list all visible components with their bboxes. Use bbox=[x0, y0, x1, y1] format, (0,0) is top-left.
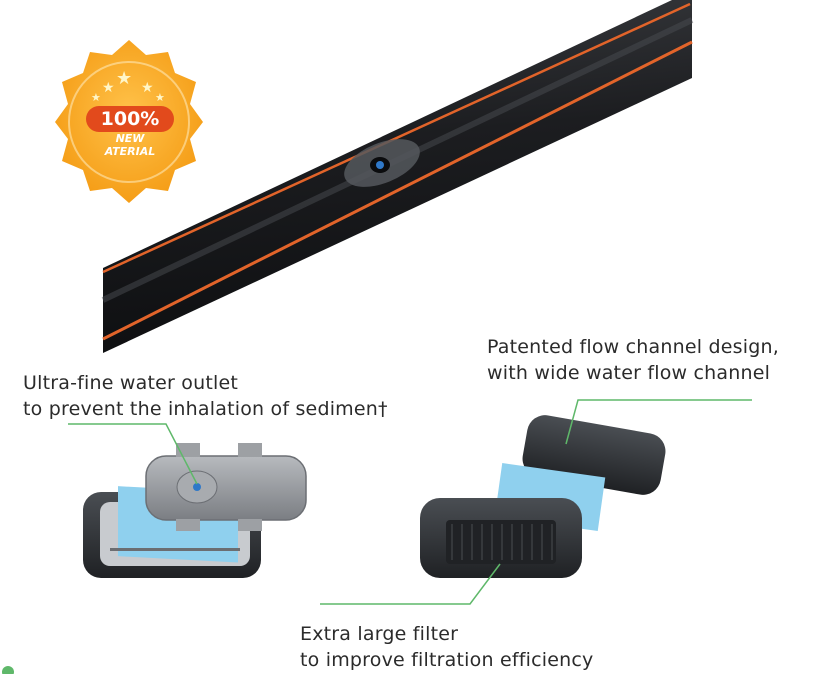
emitter-outlet bbox=[344, 139, 420, 187]
filter-callout-line1: Extra large filter bbox=[300, 623, 459, 645]
leader-lines bbox=[68, 399, 752, 605]
new-material-badge: ★ ★ ★ ★ ★ bbox=[55, 40, 203, 203]
filter-callout-line2: to improve filtration efficiency bbox=[300, 649, 594, 671]
badge-percent: 100% bbox=[100, 108, 160, 130]
svg-text:★: ★ bbox=[102, 80, 115, 96]
svg-text:★: ★ bbox=[116, 68, 132, 89]
svg-text:★: ★ bbox=[141, 80, 154, 96]
emitter-assembly-right bbox=[420, 415, 666, 578]
outlet-callout-line2: to prevent the inhalation of sedimen† bbox=[23, 398, 388, 420]
svg-text:★: ★ bbox=[91, 91, 101, 104]
emitter-assembly-left bbox=[83, 443, 307, 578]
corner-dot bbox=[2, 666, 14, 674]
svg-text:★: ★ bbox=[155, 91, 165, 104]
channel-callout-line2: with wide water flow channel bbox=[487, 362, 771, 384]
badge-line-1: NEW bbox=[115, 132, 145, 145]
channel-callout-line1: Patented flow channel design, bbox=[487, 336, 779, 358]
badge-line-2: ATERIAL bbox=[104, 145, 156, 158]
outlet-callout-line1: Ultra-fine water outlet bbox=[23, 372, 238, 394]
